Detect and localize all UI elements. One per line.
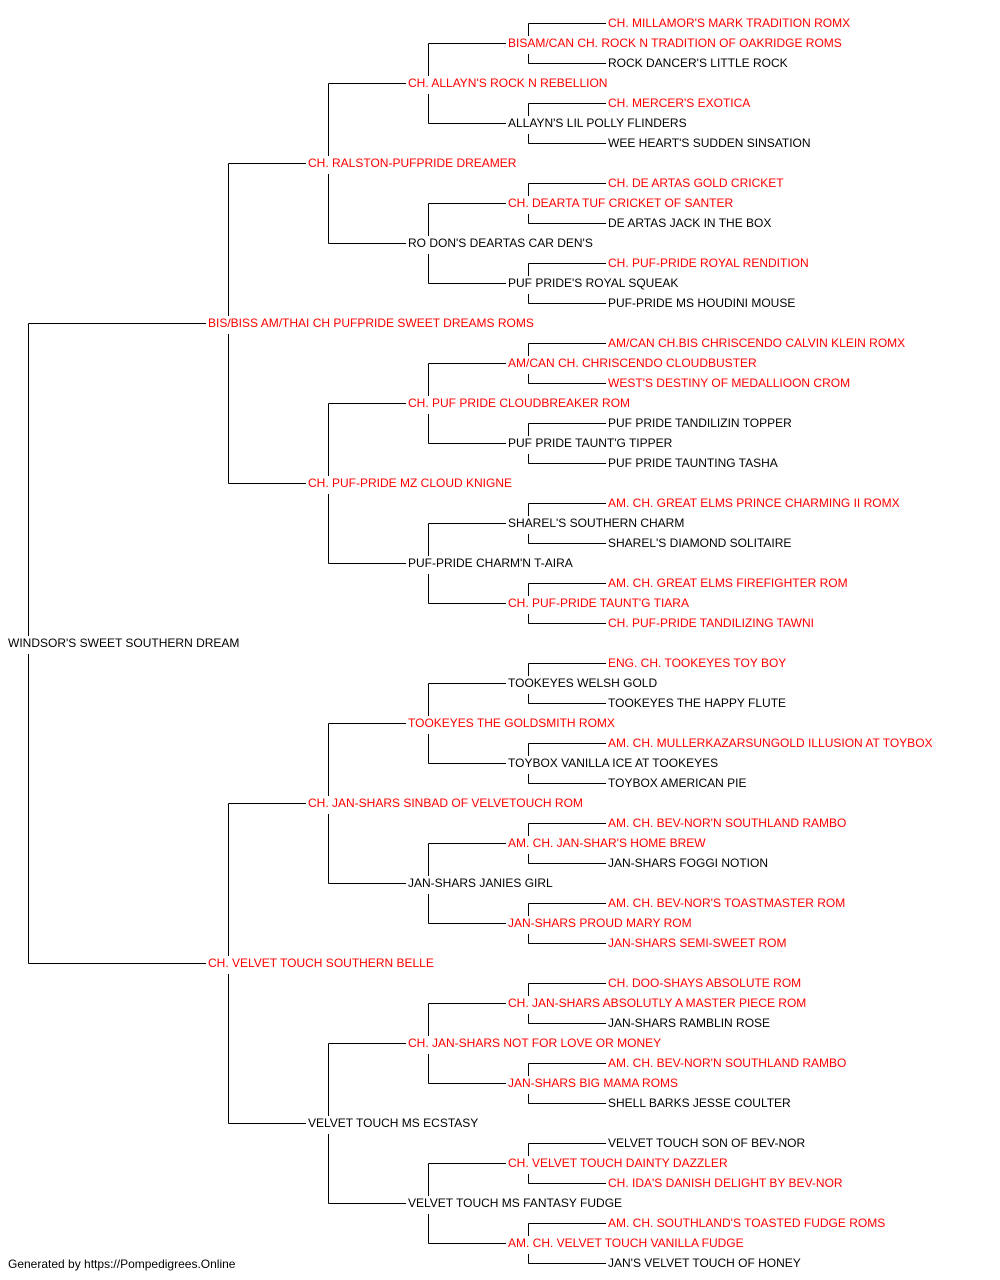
gen5-ancestor: ROCK DANCER'S LITTLE ROCK — [608, 56, 788, 70]
gen4-ancestor: PUF PRIDE'S ROYAL SQUEAK — [508, 276, 679, 290]
gen5-ancestor: TOOKEYES THE HAPPY FLUTE — [608, 696, 787, 710]
gen5-ancestor: SHELL BARKS JESSE COULTER — [608, 1096, 791, 1110]
gen5-ancestor: CH. MILLAMOR'S MARK TRADITION ROMX — [608, 16, 851, 30]
footer-credit: Generated by https://Pompedigrees.Online — [8, 1257, 236, 1271]
root-dog: WINDSOR'S SWEET SOUTHERN DREAM — [8, 636, 240, 650]
gen5-ancestor: AM. CH. BEV-NOR'N SOUTHLAND RAMBO — [608, 1056, 847, 1070]
gen5-ancestor: JAN-SHARS SEMI-SWEET ROM — [608, 936, 787, 950]
gen5-ancestor: TOYBOX AMERICAN PIE — [608, 776, 747, 790]
gen5-ancestor: CH. MERCER'S EXOTICA — [608, 96, 751, 110]
gen4-ancestor: AM. CH. JAN-SHAR'S HOME BREW — [508, 836, 706, 850]
gen4-ancestor: SHAREL'S SOUTHERN CHARM — [508, 516, 685, 530]
gen5-ancestor: SHAREL'S DIAMOND SOLITAIRE — [608, 536, 792, 550]
gen5-ancestor: AM. CH. BEV-NOR'N SOUTHLAND RAMBO — [608, 816, 847, 830]
great-grandparent: VELVET TOUCH MS FANTASY FUDGE — [408, 1196, 623, 1210]
great-grandparent: PUF-PRIDE CHARM'N T-AIRA — [408, 556, 573, 570]
parent: BIS/BISS AM/THAI CH PUFPRIDE SWEET DREAM… — [208, 316, 534, 330]
gen4-ancestor: CH. DEARTA TUF CRICKET OF SANTER — [508, 196, 734, 210]
gen5-ancestor: CH. DE ARTAS GOLD CRICKET — [608, 176, 784, 190]
gen4-ancestor: CH. PUF-PRIDE TAUNT'G TIARA — [508, 596, 689, 610]
gen5-ancestor: PUF PRIDE TAUNTING TASHA — [608, 456, 778, 470]
gen5-ancestor: AM. CH. BEV-NOR'S TOASTMASTER ROM — [608, 896, 846, 910]
gen5-ancestor: CH. PUF-PRIDE TANDILIZING TAWNI — [608, 616, 815, 630]
gen4-ancestor: JAN-SHARS BIG MAMA ROMS — [508, 1076, 679, 1090]
gen5-ancestor: AM. CH. SOUTHLAND'S TOASTED FUDGE ROMS — [608, 1216, 886, 1230]
great-grandparent: CH. PUF PRIDE CLOUDBREAKER ROM — [408, 396, 631, 410]
great-grandparent: CH. ALLAYN'S ROCK N REBELLION — [408, 76, 608, 90]
gen5-ancestor: CH. PUF-PRIDE ROYAL RENDITION — [608, 256, 809, 270]
gen4-ancestor: BISAM/CAN CH. ROCK N TRADITION OF OAKRID… — [508, 36, 842, 50]
gen5-ancestor: WEST'S DESTINY OF MEDALLIOON CROM — [608, 376, 851, 390]
great-grandparent: CH. JAN-SHARS NOT FOR LOVE OR MONEY — [408, 1036, 662, 1050]
gen5-ancestor: JAN-SHARS FOGGI NOTION — [608, 856, 769, 870]
parent: CH. VELVET TOUCH SOUTHERN BELLE — [208, 956, 434, 970]
grandparent: CH. RALSTON-PUFPRIDE DREAMER — [308, 156, 517, 170]
gen5-ancestor: AM/CAN CH.BIS CHRISCENDO CALVIN KLEIN RO… — [608, 336, 906, 350]
gen4-ancestor: AM/CAN CH. CHRISCENDO CLOUDBUSTER — [508, 356, 757, 370]
gen5-ancestor: CH. IDA'S DANISH DELIGHT BY BEV-NOR — [608, 1176, 843, 1190]
gen5-ancestor: CH. DOO-SHAYS ABSOLUTE ROM — [608, 976, 802, 990]
gen5-ancestor: WEE HEART'S SUDDEN SINSATION — [608, 136, 811, 150]
gen4-ancestor: TOOKEYES WELSH GOLD — [508, 676, 658, 690]
gen5-ancestor: VELVET TOUCH SON OF BEV-NOR — [608, 1136, 806, 1150]
gen5-ancestor: PUF-PRIDE MS HOUDINI MOUSE — [608, 296, 796, 310]
gen4-ancestor: CH. VELVET TOUCH DAINTY DAZZLER — [508, 1156, 728, 1170]
gen4-ancestor: JAN-SHARS PROUD MARY ROM — [508, 916, 692, 930]
grandparent: CH. JAN-SHARS SINBAD OF VELVETOUCH ROM — [308, 796, 583, 810]
gen5-ancestor: AM. CH. MULLERKAZARSUNGOLD ILLUSION AT T… — [608, 736, 933, 750]
gen4-ancestor: TOYBOX VANILLA ICE AT TOOKEYES — [508, 756, 719, 770]
gen5-ancestor: PUF PRIDE TANDILIZIN TOPPER — [608, 416, 792, 430]
gen4-ancestor: PUF PRIDE TAUNT'G TIPPER — [508, 436, 673, 450]
gen5-ancestor: AM. CH. GREAT ELMS PRINCE CHARMING II RO… — [608, 496, 900, 510]
gen5-ancestor: ENG. CH. TOOKEYES TOY BOY — [608, 656, 787, 670]
gen4-ancestor: CH. JAN-SHARS ABSOLUTLY A MASTER PIECE R… — [508, 996, 807, 1010]
gen5-ancestor: DE ARTAS JACK IN THE BOX — [608, 216, 772, 230]
great-grandparent: RO DON'S DEARTAS CAR DEN'S — [408, 236, 593, 250]
gen4-ancestor: ALLAYN'S LIL POLLY FLINDERS — [508, 116, 687, 130]
gen5-ancestor: JAN-SHARS RAMBLIN ROSE — [608, 1016, 771, 1030]
grandparent: CH. PUF-PRIDE MZ CLOUD KNIGNE — [308, 476, 513, 490]
gen5-ancestor: JAN'S VELVET TOUCH OF HONEY — [608, 1256, 801, 1270]
grandparent: VELVET TOUCH MS ECSTASY — [308, 1116, 479, 1130]
gen5-ancestor: AM. CH. GREAT ELMS FIREFIGHTER ROM — [608, 576, 848, 590]
gen4-ancestor: AM. CH. VELVET TOUCH VANILLA FUDGE — [508, 1236, 744, 1250]
great-grandparent: TOOKEYES THE GOLDSMITH ROMX — [408, 716, 615, 730]
great-grandparent: JAN-SHARS JANIES GIRL — [408, 876, 553, 890]
